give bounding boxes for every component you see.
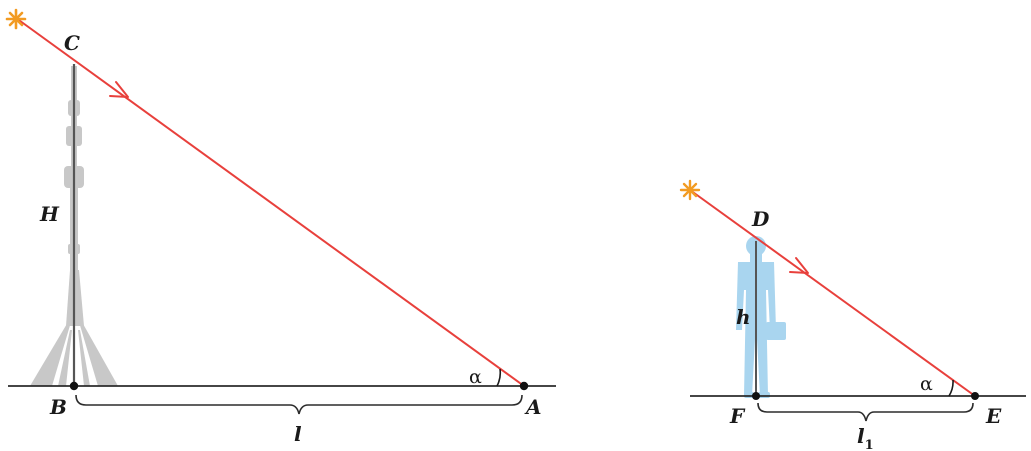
label-a: A bbox=[524, 395, 542, 419]
label-b: B bbox=[49, 395, 67, 419]
brace-length-l bbox=[75, 394, 523, 415]
sun-ray-left bbox=[15, 17, 525, 387]
label-c: C bbox=[64, 31, 80, 55]
person-scene: D F E h l1 α bbox=[679, 179, 1026, 451]
label-f: F bbox=[729, 404, 746, 428]
angle-arc-a bbox=[496, 368, 502, 387]
label-length-l1: l1 bbox=[857, 424, 874, 451]
label-height-h: H bbox=[39, 202, 60, 226]
tower-scene: C B A H l α bbox=[5, 8, 556, 446]
point-b bbox=[69, 381, 79, 391]
angle-arc-e bbox=[948, 379, 954, 397]
label-angle-alpha-left: α bbox=[469, 366, 482, 388]
label-d: D bbox=[751, 207, 770, 231]
person-illustration bbox=[736, 236, 786, 398]
ray-arrow-right bbox=[789, 257, 809, 274]
label-e: E bbox=[985, 404, 1002, 428]
point-e bbox=[971, 392, 979, 400]
sun-ray-right bbox=[689, 189, 976, 397]
label-length-l1-subscript: 1 bbox=[865, 438, 874, 451]
point-f bbox=[752, 392, 760, 400]
ray-arrow-left bbox=[109, 81, 129, 98]
sun-icon-right bbox=[679, 179, 701, 201]
label-length-l: l bbox=[294, 422, 302, 446]
point-a bbox=[519, 381, 529, 391]
label-height-h-small: h bbox=[736, 305, 751, 329]
label-length-l1-main: l bbox=[857, 424, 865, 448]
sun-icon-left bbox=[5, 8, 27, 30]
label-angle-alpha-right: α bbox=[920, 373, 933, 395]
brace-length-l1 bbox=[757, 402, 974, 422]
